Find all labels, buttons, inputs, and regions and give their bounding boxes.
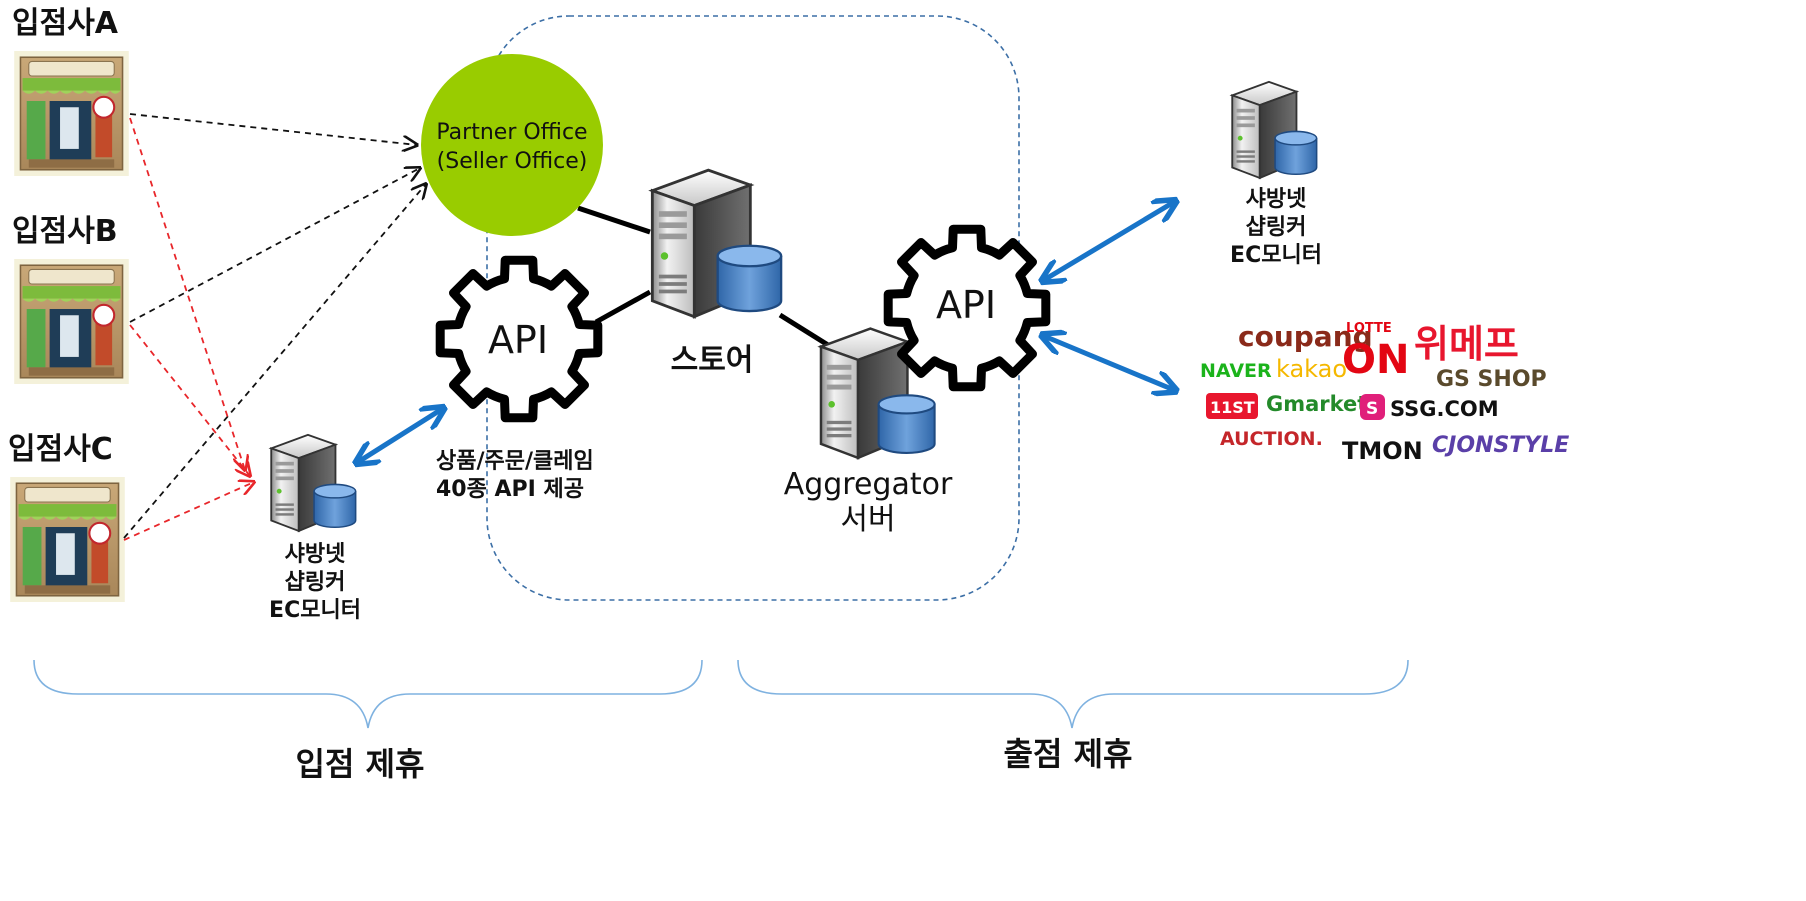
seller-b-label: 입점사B	[12, 214, 118, 249]
api-right-label: API	[936, 283, 996, 327]
outbound-partnership-label: 출점 제휴	[1004, 735, 1133, 773]
backbone-connectors	[577, 205, 830, 348]
tools-right-server-icon	[1231, 80, 1318, 179]
logo-auction: AUCTION.	[1220, 428, 1323, 450]
tools-left-line1: 샤방넷	[285, 542, 346, 567]
seller-to-partner-office-arrows	[123, 113, 426, 539]
api-left-label: API	[488, 318, 548, 362]
logo-gmarket: Gmarket	[1266, 392, 1367, 416]
store-server-icon	[650, 168, 783, 319]
seller-b-shop-icon	[14, 259, 129, 384]
store-label: 스토어	[671, 343, 754, 378]
seller-c-label: 입점사C	[8, 432, 113, 467]
logo-lotte: LOTTE	[1346, 321, 1392, 336]
logo-naver: NAVER	[1200, 360, 1272, 382]
api-left-caption-1: 상품/주문/클레임	[436, 449, 594, 474]
tools-left-line2: 샵링커	[285, 570, 346, 595]
seller-to-tool-arrows	[123, 117, 254, 541]
aggregator-line1: Aggregator	[784, 467, 953, 502]
api-left-caption-2: 40종 API 제공	[436, 477, 584, 502]
seller-a-shop-icon	[14, 51, 129, 176]
logo-11st: 11ST	[1206, 393, 1258, 419]
api-gear-right-icon: API	[883, 224, 1051, 392]
partner-office-node: Partner Office (Seller Office)	[421, 54, 603, 236]
tools-right-line2: 샵링커	[1246, 215, 1307, 240]
api-gear-left-icon: API	[435, 255, 603, 423]
brace-inbound	[33, 659, 703, 729]
partner-office-line2: (Seller Office)	[437, 149, 588, 174]
svg-text:S: S	[1366, 399, 1378, 419]
logo-gsshop: GS SHOP	[1436, 367, 1547, 392]
inbound-partnership-label: 입점 제휴	[296, 745, 425, 783]
partner-office-line1: Partner Office	[436, 120, 587, 145]
tools-left-server-icon	[270, 433, 357, 532]
logo-lotte-on: ON	[1342, 337, 1409, 383]
logo-cjonstyle: CJONSTYLE	[1432, 433, 1569, 458]
logo-wemakeprice: 위메프	[1414, 322, 1519, 366]
logo-kakao: kakao	[1276, 355, 1347, 383]
marketplace-logos: coupang LOTTE ON 위메프 NAVER kakao GS SHOP…	[1200, 320, 1569, 465]
seller-a-label: 입점사A	[12, 6, 119, 41]
tools-right-line1: 샤방넷	[1246, 187, 1307, 212]
bidirectional-api-arrows	[358, 202, 1174, 462]
logo-ssg: S SSG.COM	[1360, 394, 1499, 421]
seller-c-shop-icon	[10, 477, 125, 602]
svg-text:SSG.COM: SSG.COM	[1390, 397, 1499, 421]
tools-left-line3: EC모니터	[269, 598, 361, 623]
logo-tmon: TMON	[1342, 437, 1423, 465]
brace-outbound	[737, 659, 1409, 729]
logo-coupang: coupang	[1238, 320, 1373, 353]
aggregator-line2: 서버	[840, 502, 895, 537]
svg-text:11ST: 11ST	[1210, 398, 1255, 417]
tools-right-line3: EC모니터	[1230, 243, 1322, 268]
